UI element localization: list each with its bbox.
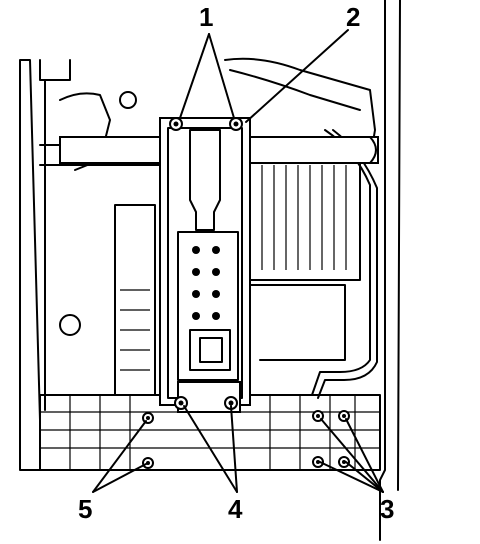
callout-3: 3 [380,494,394,524]
bracket-top-bolts [169,117,243,131]
callout-5: 5 [78,494,92,524]
left-side-components [39,91,161,396]
vehicle-body-outline [19,0,401,541]
callout-2: 2 [346,2,360,32]
leader-lines [92,29,384,493]
frame-right-bolts [312,410,350,468]
mounting-bracket [159,117,251,413]
frame-left-bolts [142,412,154,469]
callout-1: 1 [199,2,213,32]
radiator-core [249,159,361,361]
callout-4: 4 [228,494,243,524]
